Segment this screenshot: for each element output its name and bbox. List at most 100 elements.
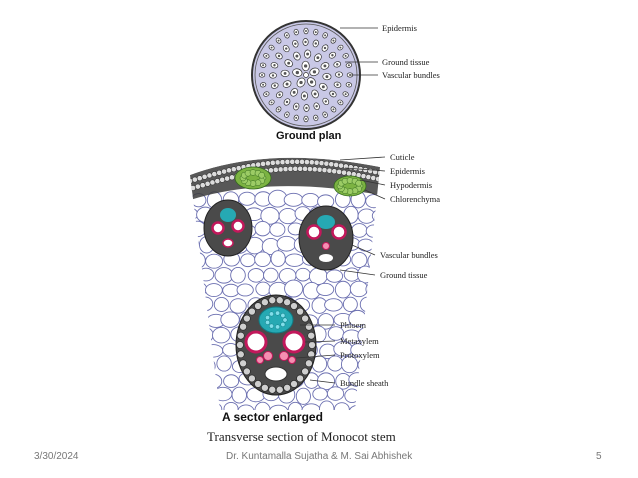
parenchyma-cell bbox=[333, 402, 350, 410]
ground-plan-bundle bbox=[282, 80, 292, 88]
ground-plan-bundle bbox=[330, 37, 337, 44]
ground-plan-bundle bbox=[345, 62, 353, 68]
parenchyma-cell bbox=[344, 388, 360, 404]
ground-plan-bundle bbox=[269, 72, 277, 79]
ground-plan-bundle bbox=[301, 60, 310, 72]
ground-plan-bundle bbox=[345, 82, 353, 88]
footer-page-number: 5 bbox=[596, 451, 602, 462]
ground-plan-bundle bbox=[322, 111, 328, 118]
ground-plan-bundle bbox=[292, 68, 303, 77]
figure-title: Transverse section of Monocot stem bbox=[207, 429, 396, 444]
chlorenchyma-patches bbox=[234, 166, 367, 197]
ground-plan-bundle bbox=[342, 91, 349, 97]
parenchyma-cell bbox=[334, 280, 352, 299]
ground-plan-bundle bbox=[309, 67, 320, 77]
parenchyma-cell bbox=[359, 296, 375, 313]
ground-plan-bundle bbox=[321, 44, 329, 52]
parenchyma-cell bbox=[190, 298, 199, 314]
ground-plan-bundle bbox=[275, 106, 282, 113]
label-epidermis: Epidermis bbox=[390, 166, 425, 176]
parenchyma-cell bbox=[190, 372, 208, 386]
parenchyma-cell bbox=[381, 282, 397, 297]
parenchyma-cell bbox=[213, 297, 230, 312]
ground-plan-bundle bbox=[303, 104, 310, 112]
parenchyma-cell bbox=[205, 283, 223, 298]
ground-plan-bundle bbox=[313, 53, 322, 62]
label-hypodermis: Hypodermis bbox=[390, 180, 432, 190]
parenchyma-cell bbox=[357, 238, 375, 252]
ground-plan-bundle bbox=[280, 69, 290, 77]
ground-plan-bundle bbox=[333, 61, 342, 68]
parenchyma-cell bbox=[247, 268, 265, 283]
parenchyma-cell bbox=[198, 387, 218, 403]
label-chlorenchyma: Chlorenchyma bbox=[390, 194, 440, 204]
ground-plan-bundle bbox=[258, 72, 266, 78]
parenchyma-cell bbox=[351, 223, 368, 238]
parenchyma-cell bbox=[216, 355, 232, 372]
ground-plan-bundle bbox=[322, 73, 332, 81]
ground-plan-bundle bbox=[275, 37, 282, 44]
ground-plan-bundle bbox=[333, 81, 342, 88]
label-ground-tissue: Ground tissue bbox=[380, 270, 428, 280]
parenchyma-cell bbox=[203, 344, 224, 358]
footer-authors: Dr. Kuntamalla Sujatha & M. Sai Abhishek bbox=[226, 451, 413, 462]
ground-plan-bundle bbox=[312, 39, 319, 48]
parenchyma-cell bbox=[190, 402, 208, 410]
parenchyma-cell bbox=[212, 327, 231, 344]
parenchyma-cell bbox=[348, 404, 369, 410]
parenchyma-cell bbox=[324, 298, 343, 312]
ground-plan-bundle bbox=[259, 62, 267, 68]
parenchyma-cell bbox=[223, 374, 240, 388]
parenchyma-cell bbox=[351, 251, 368, 268]
parenchyma-cell bbox=[284, 279, 304, 298]
vascular-bundle-large bbox=[235, 294, 317, 396]
parenchyma-cell bbox=[190, 313, 208, 328]
ground-plan-bundle bbox=[282, 44, 290, 53]
parenchyma-cell bbox=[254, 251, 272, 267]
ground-plan-bundle bbox=[329, 90, 337, 98]
label-metaxylem: Metaxylem bbox=[340, 336, 379, 346]
parenchyma-cell bbox=[238, 191, 256, 206]
ground-plan-bundle bbox=[304, 49, 312, 59]
parenchyma-cell bbox=[357, 357, 377, 373]
ground-plan-bundle bbox=[293, 114, 299, 122]
ground-plan-bundle bbox=[311, 89, 319, 99]
parenchyma-cell bbox=[197, 267, 215, 282]
parenchyma-cell bbox=[254, 220, 271, 237]
ground-plan-bundle bbox=[284, 111, 290, 118]
parenchyma-cell bbox=[326, 386, 345, 401]
ground-plan-bundle bbox=[322, 32, 328, 39]
ground-plan-bundle bbox=[270, 62, 279, 69]
ground-plan-bundle bbox=[328, 51, 337, 59]
parenchyma-cell bbox=[263, 267, 279, 283]
ground-plan-bundle bbox=[313, 114, 319, 122]
parenchyma-cell bbox=[365, 224, 380, 238]
parenchyma-cell bbox=[383, 315, 397, 327]
parenchyma-cell bbox=[287, 401, 303, 410]
parenchyma-cell bbox=[295, 267, 311, 282]
label-epidermis-top: Epidermis bbox=[382, 23, 417, 33]
ground-plan-bundle bbox=[337, 99, 344, 106]
ground-plan-bundle bbox=[268, 99, 275, 106]
ground-plan-bundle bbox=[300, 91, 308, 101]
parenchyma-cell bbox=[205, 373, 223, 389]
ground-plan-bundle bbox=[275, 52, 283, 60]
label-ground-tissue-top: Ground tissue bbox=[382, 57, 430, 67]
parenchyma-cell bbox=[366, 403, 380, 410]
ground-plan-bundle bbox=[335, 71, 343, 78]
parenchyma-cell bbox=[190, 207, 199, 221]
ground-plan-bundle bbox=[313, 102, 320, 111]
parenchyma-cell bbox=[268, 404, 289, 410]
ground-plan-bundle bbox=[284, 32, 290, 39]
parenchyma-cell bbox=[325, 269, 344, 283]
parenchyma-cell bbox=[301, 403, 321, 410]
parenchyma-cell bbox=[190, 281, 208, 297]
label-bundle-sheath: Bundle sheath bbox=[340, 378, 389, 388]
label-phloem: Phloem bbox=[340, 320, 366, 330]
ground-plan-bundle bbox=[263, 91, 270, 97]
vascular-bundle-left bbox=[203, 199, 253, 257]
parenchyma-cell bbox=[312, 387, 328, 401]
parenchyma-cell bbox=[197, 296, 214, 312]
ground-plan-bundle bbox=[284, 59, 293, 68]
